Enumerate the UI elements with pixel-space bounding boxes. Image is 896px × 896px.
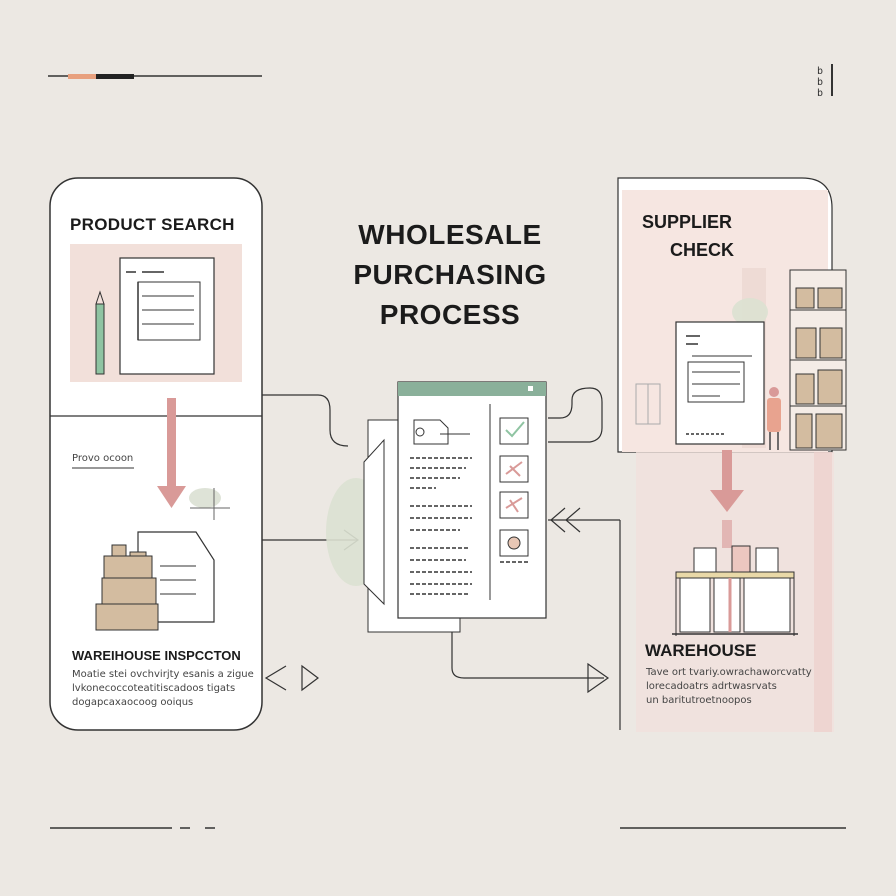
title-line-2: PURCHASING <box>353 259 547 290</box>
top-right-mark: b b b <box>817 66 823 99</box>
top-mark-line-3: b <box>817 88 824 99</box>
connector-lines <box>262 387 621 730</box>
shelving-unit <box>789 269 847 451</box>
faint-plant <box>189 488 221 508</box>
warehouse-racks-icon <box>672 545 798 636</box>
warehouse-label: WAREHOUSE <box>645 641 757 660</box>
diagram-title: WHOLESALE PURCHASING PROCESS <box>300 215 600 335</box>
warehouse-boxes-icon <box>95 531 215 631</box>
down-arrow-left <box>157 398 186 508</box>
title-line-1: WHOLESALE <box>358 219 542 250</box>
product-search-label: PRODUCT SEARCH <box>70 215 235 234</box>
chevron-left-icon <box>264 665 287 691</box>
product-search-subtitle: Provo ocoon <box>72 453 134 464</box>
warehouse-inspection-line-2: lvkonecoccoteatitiscadoos tigats <box>72 683 236 694</box>
supplier-check-label-line-2: CHECK <box>670 240 735 260</box>
pencil-icon <box>95 290 105 375</box>
warehouse-line-2: lorecadoatrs adrtwasrvats <box>646 681 777 692</box>
checklist-icons <box>499 417 529 563</box>
chevron-right-icon <box>301 664 319 692</box>
warehouse-line-1: Tave ort tvariy.owrachaworcvatty <box>646 667 812 678</box>
top-mark-line-1: b <box>817 66 824 77</box>
search-document-icon <box>119 257 215 375</box>
window-title-bar <box>398 382 546 396</box>
warehouse-inspection-label: WAREIHOUSE INSPCCTON <box>72 648 241 663</box>
warehouse-inspection-line-3: dogapcaxaocoog ooiqus <box>72 697 194 708</box>
supplier-document-icon <box>675 321 765 445</box>
supplier-card <box>617 177 847 453</box>
center-document <box>363 381 547 633</box>
warehouse-inspection-line-1: Moatie stei ovchvirjty esanis a zigue <box>72 669 254 680</box>
down-arrow-right <box>710 450 744 548</box>
person-figure <box>767 387 781 450</box>
supplier-check-label-line-1: SUPPLIER <box>642 212 733 232</box>
top-mark-line-2: b <box>817 77 824 88</box>
left-card <box>49 177 263 731</box>
title-line-3: PROCESS <box>379 299 521 330</box>
warehouse-line-3: un baritutroetnoopos <box>646 695 752 706</box>
top-left-rule <box>48 74 262 79</box>
